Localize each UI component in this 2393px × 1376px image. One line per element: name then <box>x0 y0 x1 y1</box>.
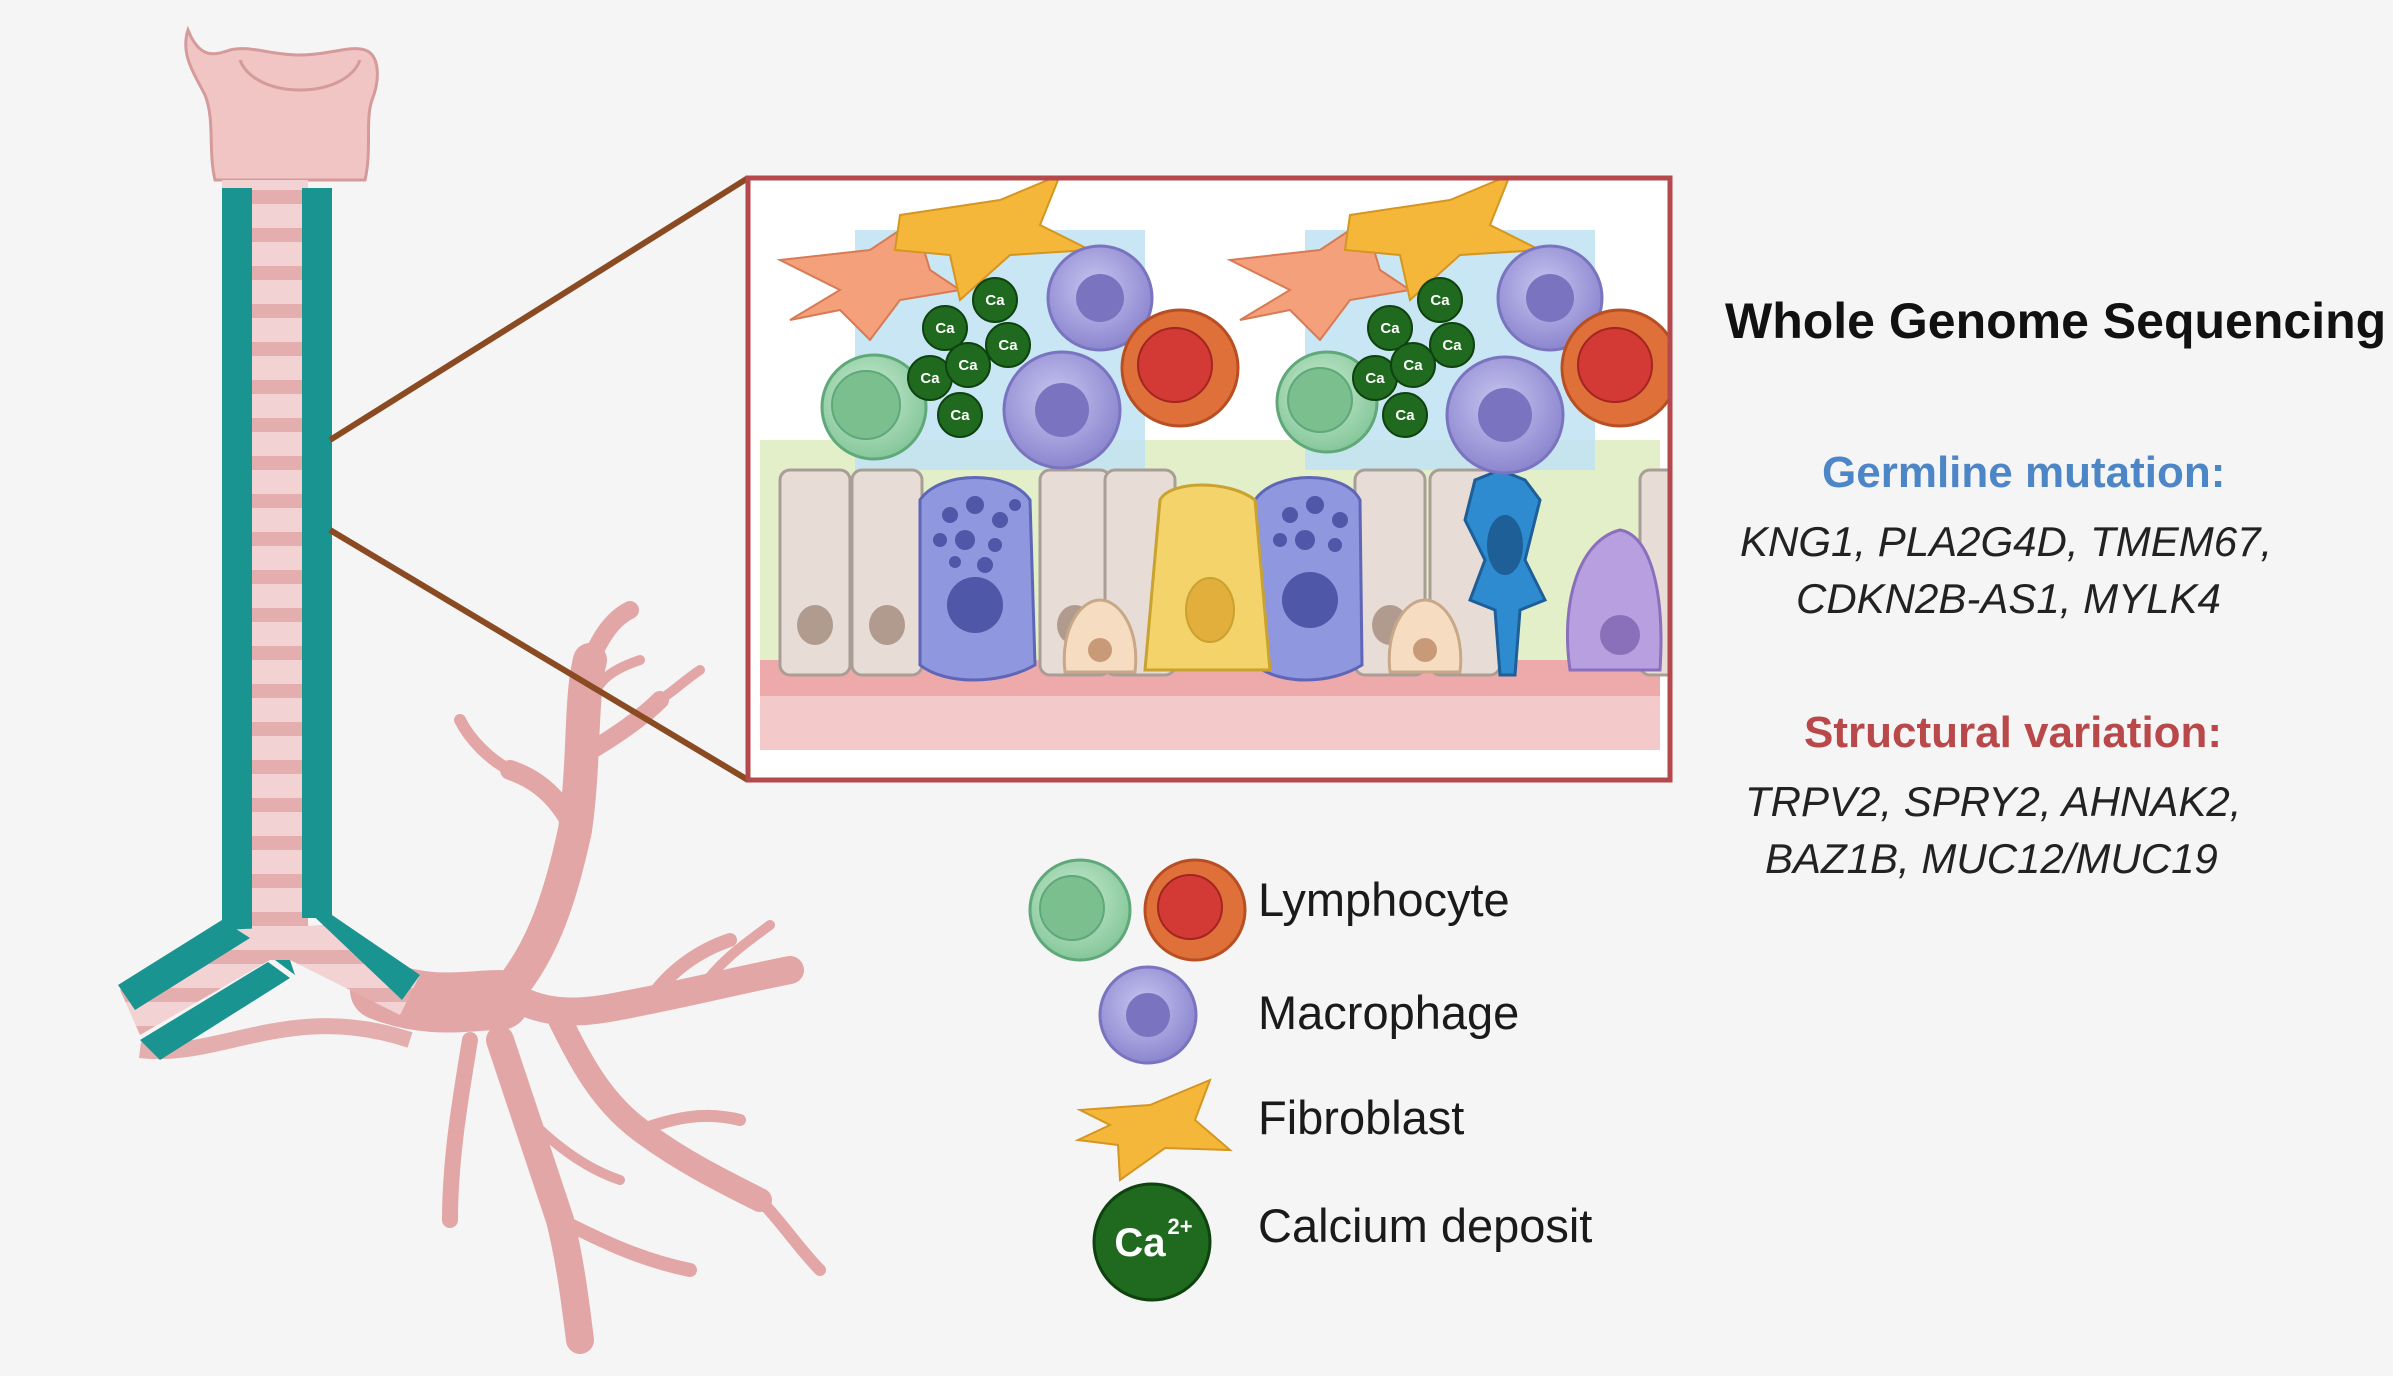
ca-label: Ca <box>1365 370 1385 387</box>
lymphocyte-legend-icon <box>1028 858 1247 962</box>
calcium-inset-labels: Ca Ca Ca Ca Ca Ca Ca Ca Ca Ca Ca Ca <box>920 292 1462 424</box>
zoom-line-bottom <box>328 527 750 783</box>
structural-heading: Structural variation: <box>1804 708 2223 757</box>
ca-label: Ca <box>935 320 955 337</box>
germline-genes-line2: CDKN2B-AS1, MYLK4 <box>1796 575 2221 622</box>
airway-illustration <box>118 25 826 1354</box>
legend-calcium-label: Calcium deposit <box>1258 1199 1593 1252</box>
ca-label: Ca <box>1442 337 1462 354</box>
ca-label: Ca <box>998 337 1018 354</box>
legend-lymphocyte-label: Lymphocyte <box>1258 873 1510 926</box>
legend-fibroblast-label: Fibroblast <box>1258 1091 1465 1144</box>
ca-label: Ca <box>950 407 970 424</box>
left-bronchus-wall <box>118 920 250 1010</box>
legend-icons: Ca 2+ <box>1028 858 1247 1302</box>
calcium-legend-icon: Ca 2+ <box>1092 1182 1212 1302</box>
tissue-inset: Ca Ca Ca Ca Ca Ca Ca Ca Ca Ca Ca Ca <box>745 175 1673 783</box>
macrophage-legend-icon <box>1098 965 1198 1065</box>
calcium-deposit-inset <box>907 277 1475 438</box>
right-bronchus-wall <box>302 905 420 1000</box>
trachea-wall-left <box>222 188 252 948</box>
basal-cell <box>1062 598 1463 674</box>
fibroblast-inset <box>776 178 1544 342</box>
ca-label: Ca <box>1395 407 1415 424</box>
legend-macrophage-label: Macrophage <box>1258 986 1520 1039</box>
germline-heading: Germline mutation: <box>1822 448 2226 497</box>
inset-border <box>745 175 1673 783</box>
bronchial-tree <box>350 601 826 1354</box>
lymphocyte-inset <box>820 308 1670 461</box>
ca-label: Ca <box>1403 357 1423 374</box>
structural-genes-line1: TRPV2, SPRY2, AHNAK2, <box>1745 778 2242 825</box>
larynx <box>184 25 379 182</box>
figure-heading: Whole Genome Sequencing <box>1725 293 2387 349</box>
ca-label: Ca <box>958 357 978 374</box>
ca-label: Ca <box>920 370 940 387</box>
fibroblast-legend-icon <box>1074 1078 1233 1182</box>
structural-genes-line2: BAZ1B, MUC12/MUC19 <box>1765 835 2218 882</box>
left-bronchus-lower <box>140 962 290 1060</box>
zoom-line-top <box>328 175 750 443</box>
germline-genes-line1: KNG1, PLA2G4D, TMEM67, <box>1740 518 2273 565</box>
ca-label: Ca <box>985 292 1005 309</box>
goblet-cell <box>918 476 1037 682</box>
goblet-cell <box>1253 476 1364 682</box>
ca-label: Ca <box>1380 320 1400 337</box>
trachea-wall-right <box>302 188 332 918</box>
calcium-symbol: Ca <box>1114 1221 1166 1265</box>
ca-label: Ca <box>1430 292 1450 309</box>
calcium-charge: 2+ <box>1167 1214 1192 1239</box>
